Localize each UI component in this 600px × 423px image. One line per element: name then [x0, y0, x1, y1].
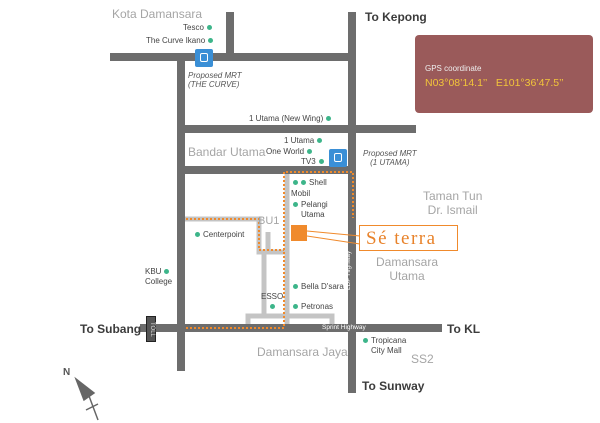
mrt-text: (THE CURVE) [188, 80, 240, 89]
mrt-text: Proposed MRT [188, 71, 242, 80]
poi-label: TV3 [301, 157, 316, 166]
poi-dot-icon [208, 38, 214, 44]
poi-label: Tesco [183, 23, 204, 32]
direction-kl: To KL [447, 322, 481, 336]
poi-dot-icon [301, 180, 306, 186]
gps-label: GPS coordinate [425, 64, 482, 73]
poi-curve-ikano: The Curve Ikano [146, 37, 216, 45]
poi-dot-icon [363, 338, 368, 344]
mrt-1-utama-label: Proposed MRT(1 UTAMA) [363, 149, 417, 167]
poi-esso: ESSO [261, 293, 283, 309]
poi-dot-icon [206, 25, 212, 31]
area-bandar-utama: Bandar Utama [188, 145, 266, 159]
mrt-bus-icon [329, 149, 347, 167]
poi-bella-dsara: Bella D'sara [290, 283, 344, 291]
poi-dot-icon [317, 138, 323, 144]
poi-petronas: Petronas [290, 303, 333, 311]
poi-dot-icon [318, 159, 324, 165]
poi-label: One World [266, 147, 305, 156]
poi-dot-icon [293, 284, 298, 290]
poi-dot-icon [195, 232, 200, 238]
area-text: Damansara [376, 255, 439, 269]
area-text: Taman Tun [423, 189, 483, 203]
area-text: Dr. Ismail [427, 203, 478, 217]
seterra-marker [291, 225, 307, 241]
poi-label: ESSO [261, 292, 284, 301]
mrt-text: (1 UTAMA) [370, 158, 410, 167]
poi-dot-icon [326, 116, 332, 122]
poi-centerpoint: Centerpoint [192, 231, 244, 239]
area-kota-damansara: Kota Damansara [112, 7, 203, 21]
poi-label: KBU [145, 267, 162, 276]
poi-1-utama-new-wing: 1 Utama (New Wing) [249, 115, 334, 123]
toll-sign: TOLL [146, 316, 156, 342]
area-text: Utama [389, 269, 425, 283]
poi-dot-icon [293, 202, 298, 208]
poi-1-utama: 1 Utama [284, 137, 325, 145]
compass-north-label: N [63, 367, 71, 378]
gps-value: N03°08’14.1’’ E101°36’47.5’’ [425, 77, 564, 89]
poi-label: The Curve Ikano [146, 36, 206, 45]
road-sprint-highway: Sprint Highway [322, 324, 366, 331]
area-damansara-jaya: Damansara Jaya [257, 345, 348, 359]
mrt-curve-label: Proposed MRT(THE CURVE) [188, 71, 242, 89]
poi-one-world: One World [266, 148, 315, 156]
poi-label: 1 Utama (New Wing) [249, 114, 324, 123]
seterra-label-box: Sé terra [359, 225, 458, 251]
poi-mobil: Mobil [291, 189, 311, 198]
poi-label: Shell [309, 178, 327, 187]
area-bu1: BU1 [258, 215, 280, 227]
area-ss2: SS2 [411, 352, 434, 366]
poi-label: Petronas [301, 302, 334, 311]
road-ldp-highway: LDP Highway [345, 250, 352, 290]
poi-dot-icon [293, 304, 298, 310]
direction-kepong: To Kepong [365, 10, 427, 24]
poi-dot-icon [269, 304, 275, 309]
poi-tesco: Tesco [183, 24, 215, 32]
direction-subang: To Subang [80, 322, 142, 336]
project-name: Sé terra [366, 228, 437, 249]
poi-dot-icon [293, 180, 298, 186]
poi-dot-icon [164, 269, 170, 275]
poi-label: College [145, 277, 173, 286]
poi-label: City Mall [371, 346, 402, 355]
poi-dot-icon [307, 149, 313, 155]
route-to-seterra [186, 171, 354, 329]
poi-label: Centerpoint [203, 230, 245, 239]
poi-label: Tropicana [371, 336, 407, 345]
mrt-bus-icon [195, 49, 213, 67]
poi-label: 1 Utama [284, 136, 315, 145]
poi-label: Utama [301, 210, 325, 219]
poi-label: Bella D'sara [301, 282, 344, 291]
mrt-text: Proposed MRT [363, 149, 417, 158]
poi-shell: Shell [290, 179, 327, 187]
direction-sunway: To Sunway [362, 379, 425, 393]
poi-label: Pelangi [301, 200, 328, 209]
compass-arrow-icon [74, 376, 99, 421]
gps-coordinate-box: GPS coordinate N03°08’14.1’’ E101°36’47.… [415, 35, 593, 113]
poi-tv3: TV3 [301, 158, 327, 166]
